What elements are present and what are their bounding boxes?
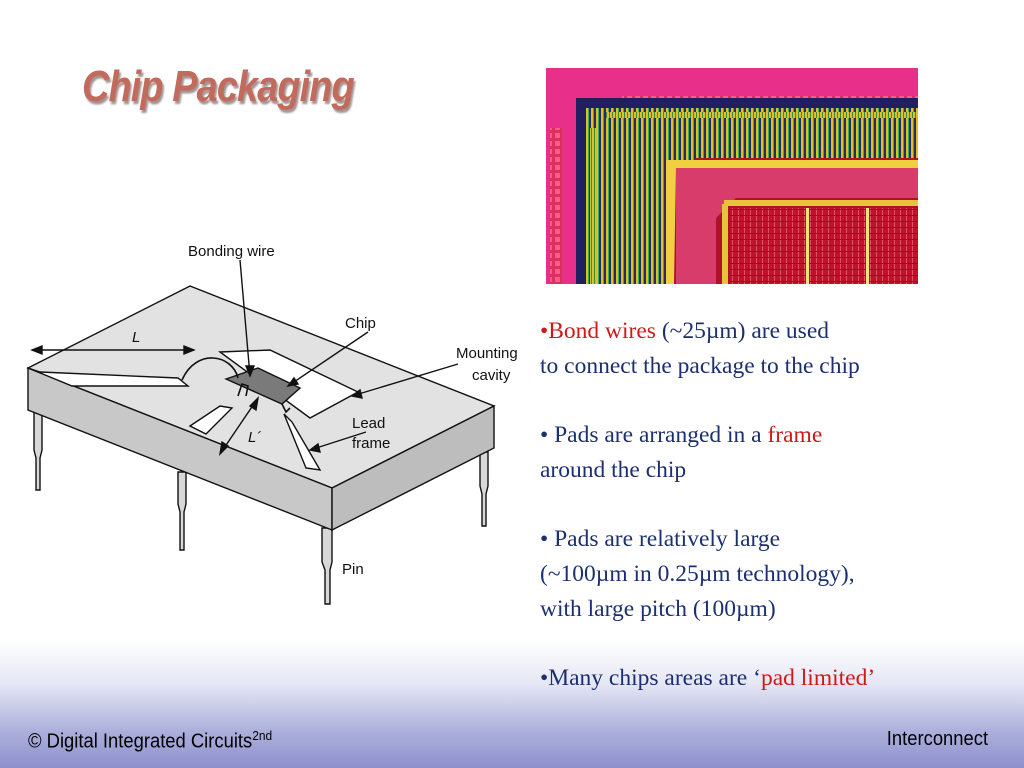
bullet-list: •Bond wires (~25µm) are used to connect … — [540, 314, 1010, 730]
bullet-text: to connect the package to the chip — [540, 353, 860, 379]
footer-chapter: Interconnect — [886, 728, 988, 750]
bullet-text: Many chips areas are ‘ — [548, 665, 761, 691]
footer-band — [0, 640, 1024, 768]
label-mounting: Mounting — [456, 345, 518, 362]
bullet-highlight: frame — [767, 422, 823, 448]
bullet-marker: • — [540, 318, 549, 344]
bullet-marker: • — [540, 665, 549, 691]
bullet-text: (~25µm) are used — [655, 318, 830, 344]
bullet-marker: • — [540, 526, 555, 552]
label-length-l: L — [132, 329, 140, 346]
chip-micrograph-image — [546, 68, 918, 284]
label-cavity: cavity — [472, 367, 511, 384]
footer-course-title: © Digital Integrated Circuits — [28, 730, 253, 753]
footer-copyright: © Digital Integrated Circuits2nd — [28, 728, 272, 754]
package-pin — [33, 411, 489, 605]
label-frame: frame — [352, 435, 390, 452]
bullet-marker: • — [540, 422, 555, 448]
bullet-text: with large pitch (100µm) — [540, 596, 776, 622]
bullet-text: (~100µm in 0.25µm technology), — [540, 561, 855, 587]
bullet-item: •Bond wires (~25µm) are used to connect … — [540, 314, 1010, 384]
label-pin: Pin — [342, 561, 364, 578]
label-bonding-wire: Bonding wire — [188, 243, 275, 260]
bullet-highlight: pad limited’ — [760, 665, 876, 691]
label-chip: Chip — [345, 315, 376, 332]
bullet-text: Pads are relatively large — [554, 526, 781, 552]
bullet-text: around the chip — [540, 457, 687, 483]
bullet-text: Pads are arranged in a — [554, 422, 768, 448]
footer-edition: 2nd — [252, 728, 273, 743]
chip-die — [224, 367, 302, 405]
bullet-highlight: Bond wires — [548, 318, 656, 344]
slide-title: Chip Packaging — [82, 62, 355, 111]
label-length-l-prime: L´ — [248, 429, 261, 446]
bullet-item: • Pads are arranged in a frame around th… — [540, 418, 1010, 488]
bullet-item: •Many chips areas are ‘pad limited’ — [540, 661, 1010, 696]
package-diagram: Bonding wire Chip Mounting cavity Lead f… — [26, 243, 518, 605]
label-lead: Lead — [352, 415, 385, 432]
bullet-item: • Pads are relatively large (~100µm in 0… — [540, 522, 1010, 627]
